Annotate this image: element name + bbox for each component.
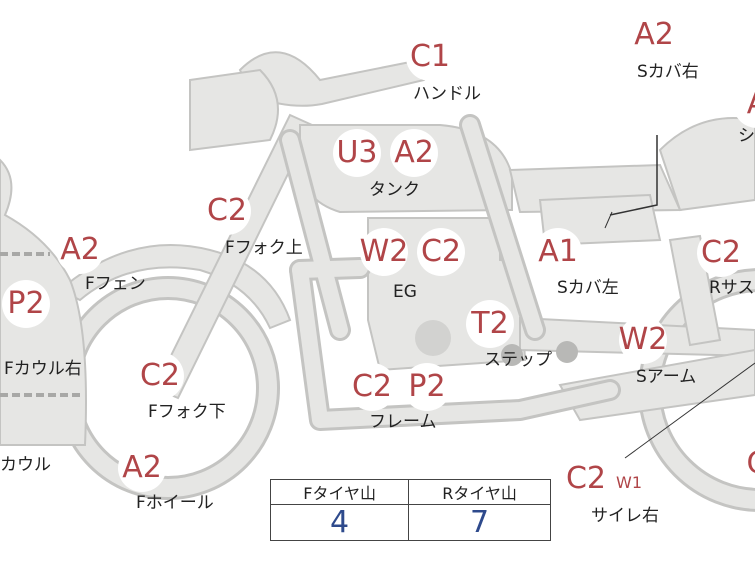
code-badge-frame-1: C2 bbox=[348, 363, 396, 411]
tire-table-value-row: 4 7 bbox=[269, 504, 551, 541]
value-rear-tire: 7 bbox=[408, 504, 551, 541]
code-badge-s-cover-right: A2 bbox=[630, 11, 678, 59]
label-s-arm: Sアーム bbox=[636, 367, 697, 387]
value-front-tire: 4 bbox=[269, 504, 410, 541]
label-f-wheel: Fホイール bbox=[136, 493, 214, 513]
label-tank: タンク bbox=[369, 180, 420, 200]
label-handle: ハンドル bbox=[413, 84, 481, 104]
code-badge-f-wheel: A2 bbox=[118, 444, 166, 492]
engine-cover-detail bbox=[415, 320, 451, 356]
code-badge-s-arm: W2 bbox=[619, 316, 667, 364]
leader-tick bbox=[604, 211, 613, 229]
code-badge-r-suspension: C2 bbox=[697, 229, 745, 277]
code-badge-silencer-right-1: C2 bbox=[562, 455, 610, 503]
code-badge-frame-2: P2 bbox=[403, 363, 451, 411]
code-badge-silencer-right-2: W1 bbox=[614, 468, 644, 498]
leader-line-s-cover-right bbox=[609, 135, 658, 216]
code-badge-f-cowl-right: P2 bbox=[2, 280, 50, 328]
code-badge-tank-1: U3 bbox=[333, 129, 381, 177]
label-cowl: カウル bbox=[0, 455, 51, 475]
code-badge-f-fender: A2 bbox=[56, 226, 104, 274]
label-f-fender: Fフェン bbox=[85, 274, 146, 294]
code-badge-f-fork-lower: C2 bbox=[136, 352, 184, 400]
tail-shape bbox=[658, 117, 755, 212]
leader-line-silencer-right bbox=[624, 362, 755, 459]
label-r-suspension: Rサス bbox=[709, 278, 755, 298]
label-s-cover-right: Sカバ右 bbox=[637, 62, 699, 82]
label-silencer-right: サイレ右 bbox=[591, 506, 659, 526]
code-badge-seat: A bbox=[733, 80, 755, 128]
code-badge-step: T2 bbox=[466, 300, 514, 348]
label-f-fork-lower: Fフォク下 bbox=[148, 402, 226, 422]
code-badge-handle: C1 bbox=[406, 33, 454, 81]
label-s-cover-left: Sカバ左 bbox=[557, 278, 619, 298]
label-f-fork-upper: Fフォク上 bbox=[225, 238, 303, 258]
code-badge-r-wheel: C bbox=[733, 440, 755, 488]
code-badge-engine-1: W2 bbox=[360, 228, 408, 276]
label-f-cowl-right: Fカウル右 bbox=[4, 359, 82, 379]
code-badge-tank-2: A2 bbox=[390, 129, 438, 177]
step-peg-right bbox=[556, 341, 578, 363]
tire-table-header-row: Fタイヤ山 Rタイヤ山 bbox=[269, 479, 551, 505]
header-front-tire: Fタイヤ山 bbox=[269, 479, 410, 505]
headlight-shape bbox=[189, 68, 279, 152]
code-badge-s-cover-left: A1 bbox=[534, 228, 582, 276]
label-engine: EG bbox=[393, 282, 417, 302]
bike-body bbox=[0, 51, 755, 446]
header-rear-tire: Rタイヤ山 bbox=[408, 479, 551, 505]
label-seat: シ bbox=[738, 126, 755, 146]
rear-suspension-shape bbox=[668, 234, 722, 347]
code-badge-f-fork-upper: C2 bbox=[203, 187, 251, 235]
label-step: ステップ bbox=[484, 350, 552, 370]
label-frame: フレーム bbox=[369, 412, 437, 432]
code-badge-engine-2: C2 bbox=[417, 228, 465, 276]
step-peg-left bbox=[501, 344, 523, 366]
tire-tread-table: Fタイヤ山 Rタイヤ山 4 7 bbox=[269, 479, 551, 541]
